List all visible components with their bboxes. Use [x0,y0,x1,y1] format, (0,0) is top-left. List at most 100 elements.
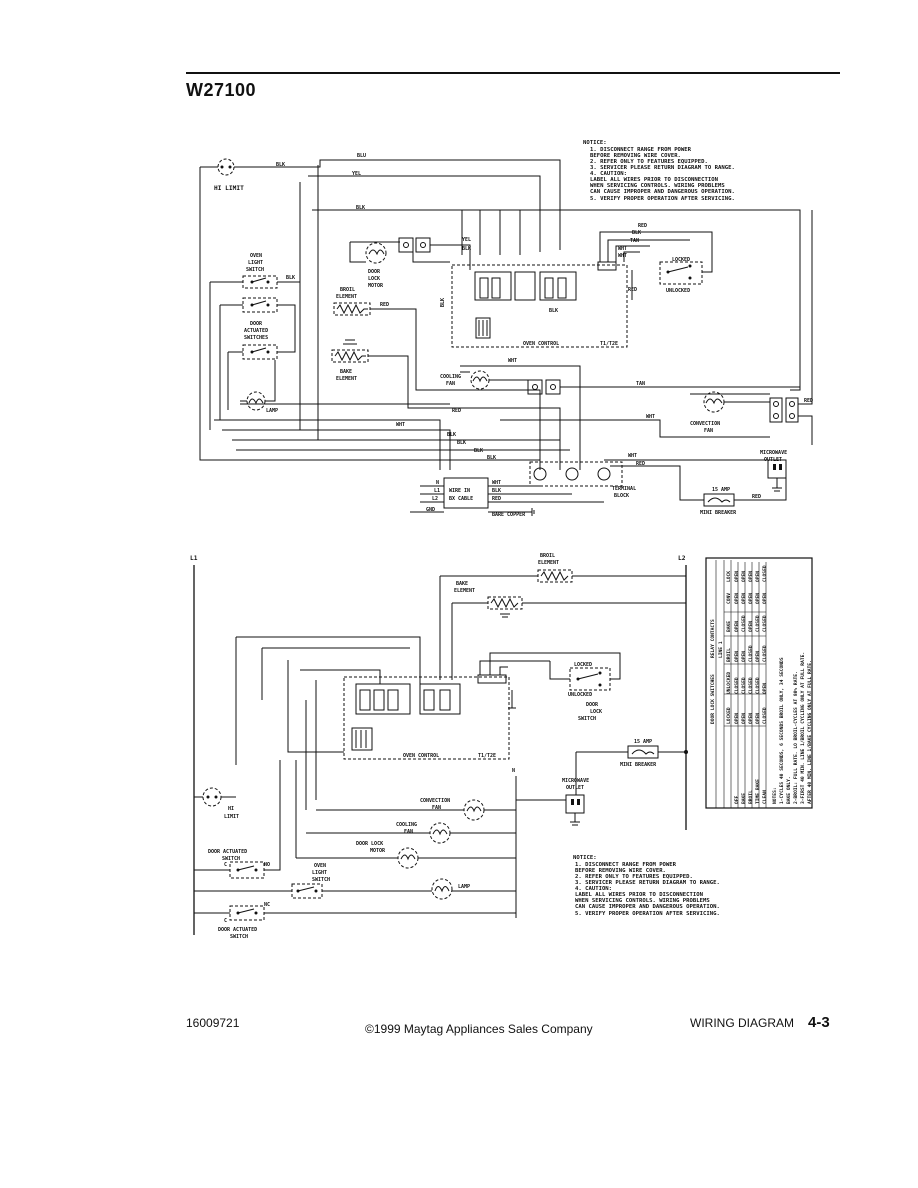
oven-control-label: OVEN CONTROL [523,341,559,347]
broil-element-label: BROIL [340,287,355,293]
table-cell: CLOSED [762,707,768,724]
door-lock-motor-bottom-label: DOOR LOCK [356,841,383,847]
microwave-outlet-bottom [516,752,585,826]
microwave-outlet-label: MICROWAVE [760,450,787,456]
table-group-header: LINE 1 [718,641,724,658]
table-cell: OPEN [748,621,754,632]
bake-element-label: ELEMENT [336,376,357,382]
breaker-bottom-rating: 15 AMP [634,739,652,745]
power-rails [193,565,687,935]
cooling-fan-bottom-label: COOLING [396,822,417,828]
convection-fan-schematic [316,799,516,821]
oven-light-bottom-label: OVEN [314,863,326,869]
table-row-mode: CLEAN [762,790,768,804]
hi-limit-schematic [194,787,236,807]
notice-line: 4. CAUTION: [590,171,627,177]
oven-light-switch [242,275,278,289]
door-lock-switch-top [659,231,713,285]
table-cell: CLOSED [762,615,768,632]
wire-color: BLK [440,298,446,307]
cooling-fan-bottom-label: FAN [404,829,413,835]
wire-color: BLK [474,448,483,454]
supply-color: RED [492,496,501,502]
lamp-label: LAMP [266,408,278,414]
microwave-outlet-top [767,459,787,492]
table-group-header: RELAY CONTACTS [710,619,716,658]
table-note: 2-BROIL: FULL RATE. LO BROIL-CYCLES AT 8… [793,671,799,804]
wire-color: BLK [549,308,558,314]
table-cell: OPEN [734,621,740,632]
table-note: 3-FIRST 40 MIN. LINE 1/BROIL CYCLING ONL… [800,652,806,804]
door-lock-switch-label: SWITCH [578,716,596,722]
door-actuated-label: ACTUATED [244,328,268,334]
table-cell: OPEN [748,593,754,604]
wire-color: WHT [618,253,627,259]
table-cell: OPEN [755,593,761,604]
wire-color: BLK [462,246,471,252]
notice-line: WHEN SERVICING CONTROLS. WIRING PROBLEMS [575,898,710,904]
door-lock-switch-label: DOOR [586,702,599,708]
l2-label: L2 [678,555,686,562]
lamp-schematic [431,878,453,900]
notice-line: 5. VERIFY PROPER OPERATION AFTER SERVICI… [590,196,735,202]
wire-color: YEL [352,171,361,177]
breaker-rating: 15 AMP [712,487,730,493]
notice-heading: NOTICE: [583,140,607,146]
table-cell: CLOSED [741,615,747,632]
notice-top: NOTICE: 1. DISCONNECT RANGE FROM POWER B… [583,140,735,202]
wire-color: WHT [646,414,655,420]
locked-bottom-label: LOCKED [574,662,592,668]
door-actuated-label: SWITCHES [244,335,268,341]
broil-element [333,302,371,316]
bx-cable-label: WIRE IN [449,488,470,494]
notice-line: LABEL ALL WIRES PRIOR TO DISCONNECTION [575,892,704,898]
wire-color: BLK [457,440,466,446]
microwave-outlet-label: OUTLET [764,457,782,463]
table-cell: OPEN [762,683,768,694]
contact-label: NC [264,902,270,908]
supply-label: L2 [432,496,438,502]
table-cell: OPEN [762,593,768,604]
notice-line: 5. VERIFY PROPER OPERATION AFTER SERVICI… [575,911,720,917]
unlocked-bottom-label: UNLOCKED [568,692,592,698]
wire-color: WHT [508,358,517,364]
table-cell: OPEN [734,651,740,662]
notice-line: 3. SERVICER PLEASE RETURN DIAGRAM TO RAN… [575,880,720,886]
table-cell: OPEN [734,713,740,724]
supply-color: WHT [492,480,501,486]
table-col-header: LOCKED [726,707,732,724]
model-number: W27100 [186,80,257,100]
convection-fan-bottom-label: CONVECTION [420,798,450,804]
table-cell: CLOSED [755,677,761,694]
table-row-mode: OFF [734,795,740,804]
microwave-outlet-bottom-label: MICROWAVE [562,778,589,784]
wire-color: RED [636,461,645,467]
oven-light-switch-schematic [194,883,516,899]
wire-color: BLK [276,162,285,168]
oven-light-bottom-label: LIGHT [312,870,327,876]
door-lock-motor-bottom-label: MOTOR [370,848,386,854]
part-number: 16009721 [186,1016,240,1030]
contact-label: C [224,862,227,868]
table-cell: CLOSED [762,565,768,582]
bx-cable-label: BX CABLE [449,496,473,502]
cooling-fan-schematic [306,822,516,844]
wire-color: WHT [618,246,627,252]
cooling-fan [460,370,801,395]
door-actuated-bottom-label: DOOR ACTUATED [218,927,257,933]
door-actuated-bottom-label: SWITCH [230,934,248,940]
notice-line: LABEL ALL WIRES PRIOR TO DISCONNECTION [590,177,719,183]
relay-table: DOOR LOCK SWITCHES RELAY CONTACTS LINE 1… [705,557,813,809]
door-actuated-switch-schematic-top [194,760,281,879]
oven-light-switch-label: LIGHT [248,260,263,266]
table-cell: OPEN [755,571,761,582]
l1-label: L1 [190,555,198,562]
contact-label: NO [264,862,270,868]
oven-control-model: T1/T2E [600,341,618,347]
table-col-header: BAKE [726,621,732,632]
door-actuated-label: DOOR [250,321,263,327]
table-col-header: LOCK [726,571,732,582]
cooling-fan-label: COOLING [440,374,461,380]
oven-control-schematic-label: OVEN CONTROL [403,753,439,759]
mini-breaker-bottom-label: MINI BREAKER [620,762,657,768]
